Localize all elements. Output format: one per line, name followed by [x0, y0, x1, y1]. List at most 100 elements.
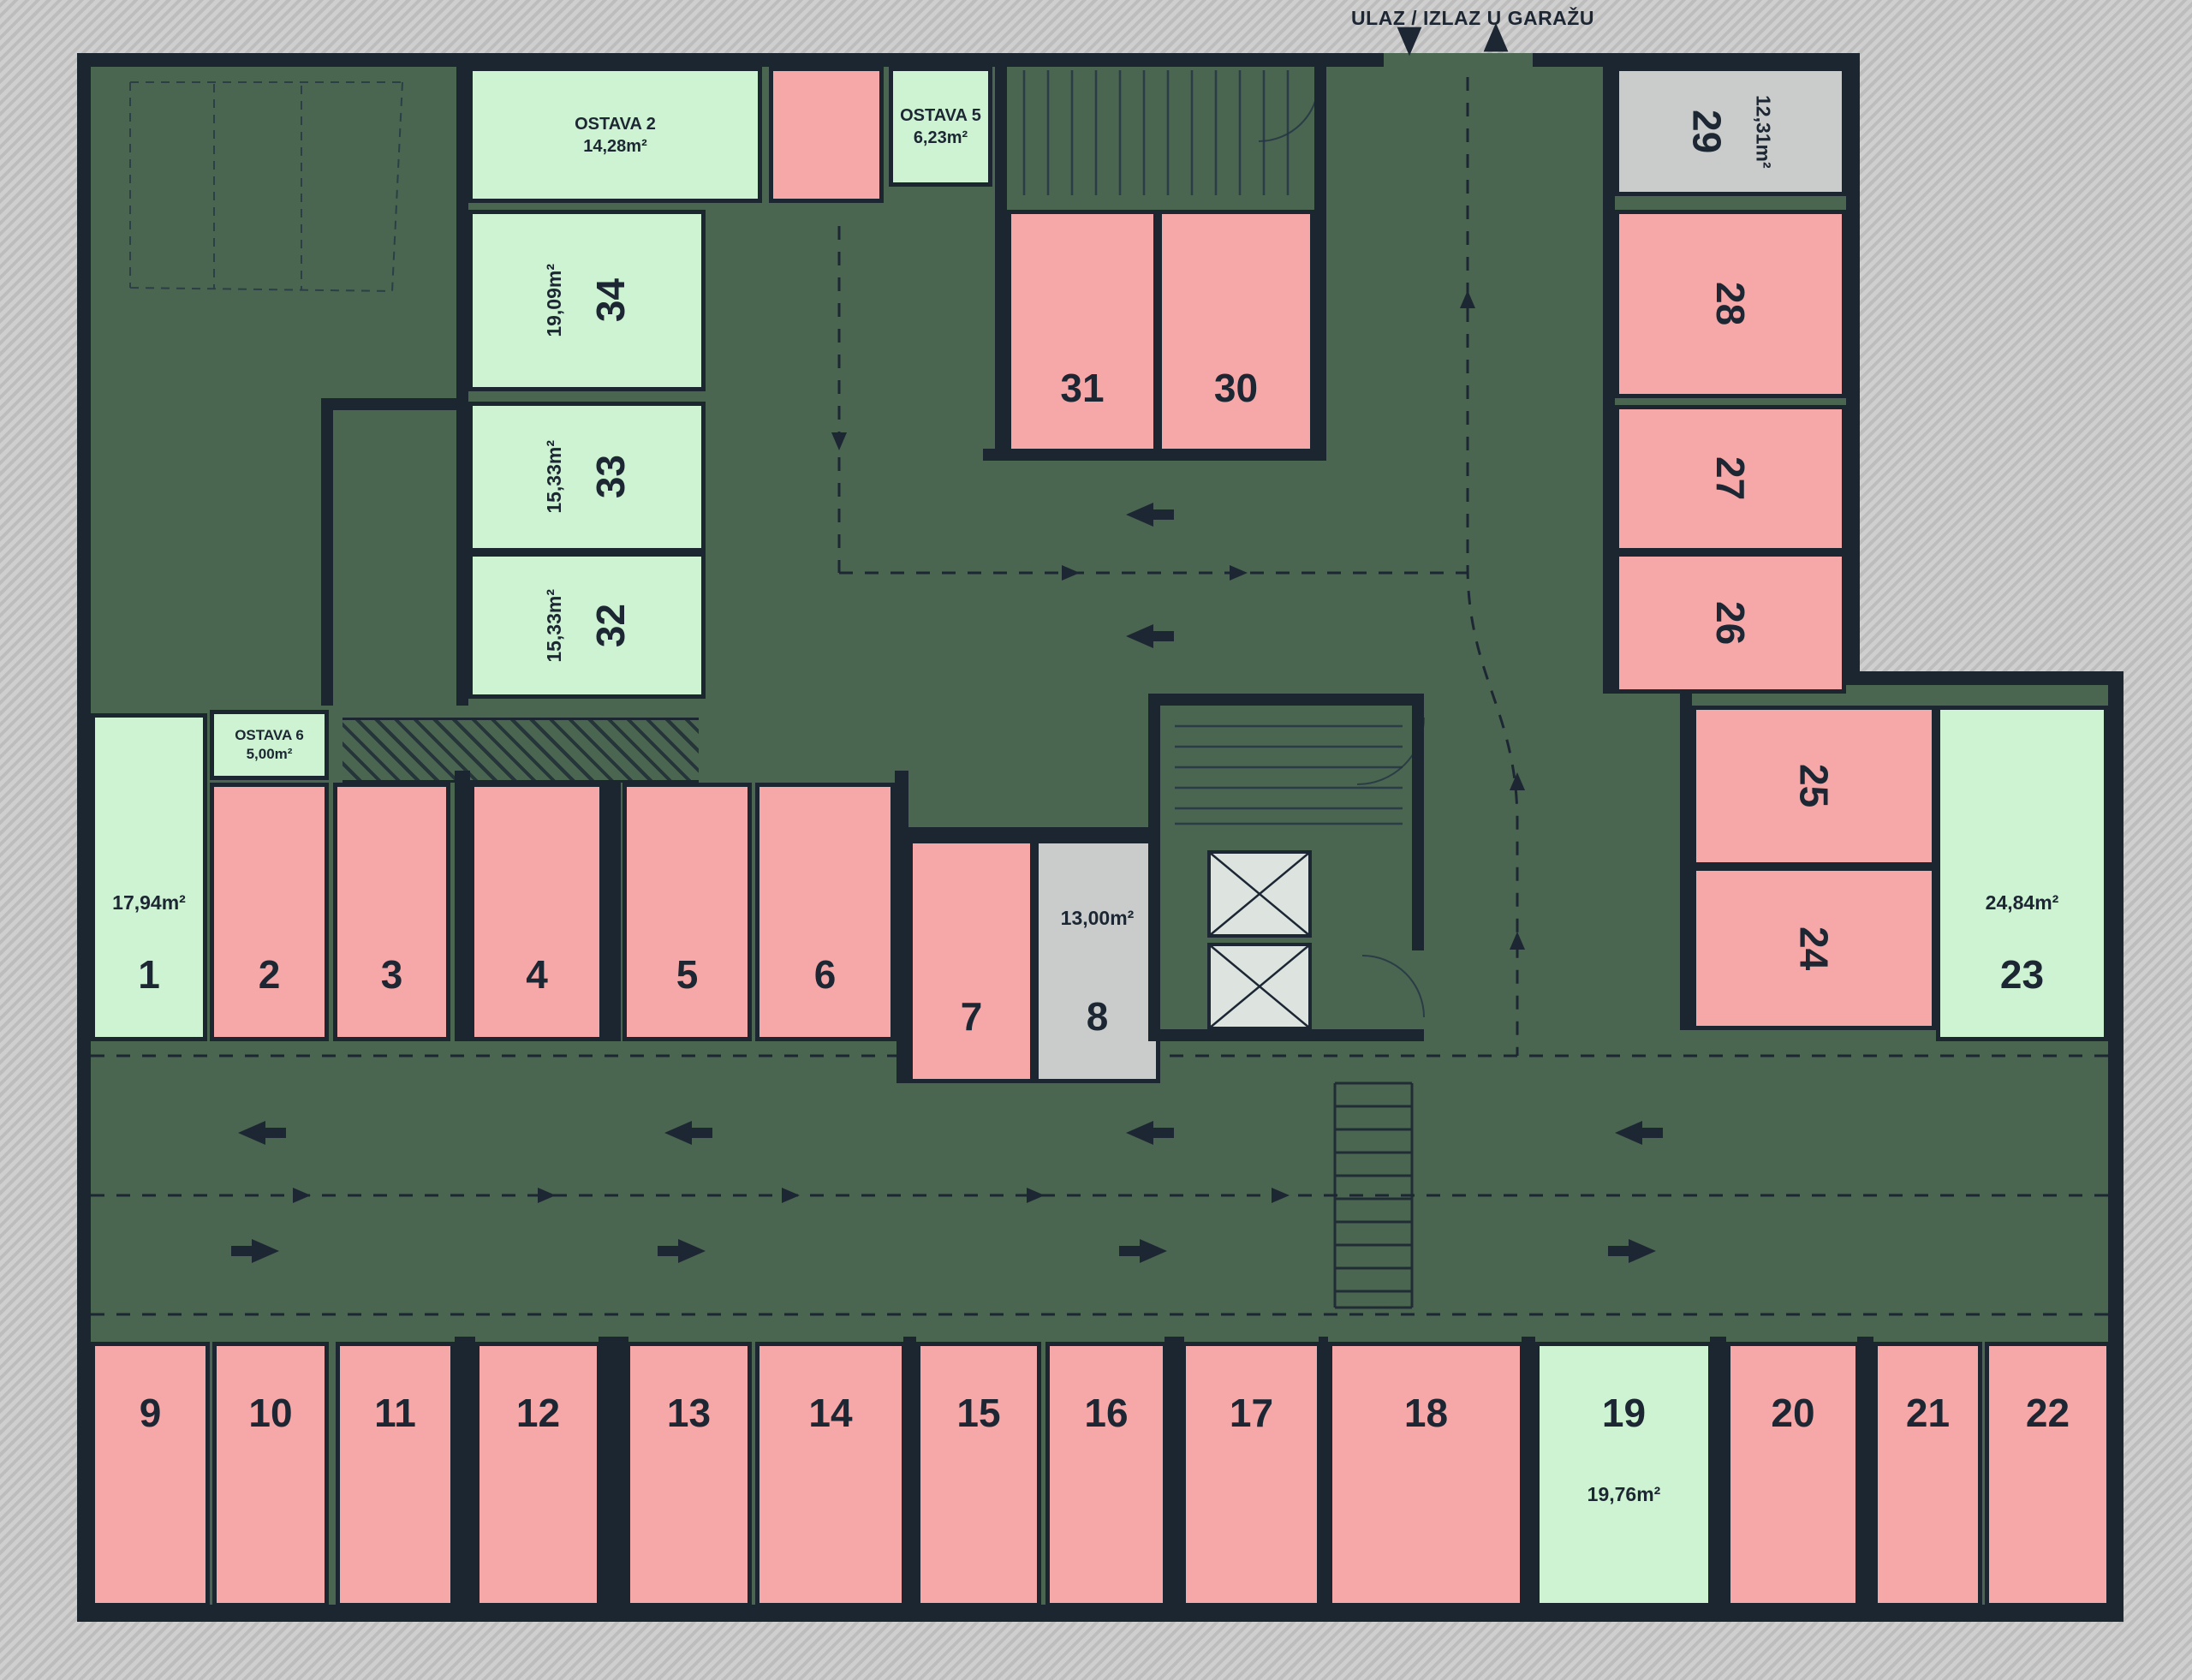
space-number: 10: [248, 1391, 293, 1435]
parking-space-1[interactable]: 17,94m² 1: [91, 713, 207, 1041]
parking-space-6[interactable]: 6: [755, 783, 895, 1041]
parking-space-13[interactable]: 13: [626, 1342, 752, 1607]
wall: [895, 771, 908, 1041]
space-area: 24,84m²: [1985, 891, 2059, 914]
space-number: 33: [588, 455, 634, 499]
parking-space-7[interactable]: 7: [908, 839, 1034, 1083]
parking-space-22[interactable]: 22: [1985, 1342, 2111, 1607]
wall: [1680, 694, 1692, 1030]
storage-name: OSTAVA 2: [575, 114, 656, 134]
parking-space-2[interactable]: 2: [210, 783, 329, 1041]
wall: [77, 53, 1384, 67]
space-number: 6: [813, 952, 837, 997]
parking-space-4[interactable]: 4: [470, 783, 604, 1041]
parking-space-27[interactable]: 27: [1615, 405, 1846, 552]
parking-space-33[interactable]: 15,33m² 33: [468, 402, 706, 552]
wall: [1314, 206, 1326, 461]
parking-space-26[interactable]: 26: [1615, 552, 1846, 694]
parking-space-10[interactable]: 10: [212, 1342, 329, 1607]
space-number: 5: [676, 952, 699, 997]
ramp-outline: [129, 81, 403, 292]
wall: [1319, 1337, 1328, 1605]
space-number: 9: [139, 1391, 162, 1435]
wall: [1148, 694, 1160, 1041]
space-area: 13,00m²: [1060, 907, 1135, 929]
space-area: 17,94m²: [112, 891, 186, 914]
storage-room-ostava-6[interactable]: OSTAVA 6 5,00m²: [210, 710, 329, 780]
wall: [2108, 671, 2124, 1622]
parking-space-21[interactable]: 21: [1873, 1342, 1982, 1607]
space-number: 34: [588, 278, 634, 323]
parking-space-15[interactable]: 15: [916, 1342, 1041, 1607]
wall: [599, 1337, 628, 1605]
space-number: 15: [956, 1391, 1001, 1435]
space-number: 18: [1403, 1391, 1449, 1435]
storage-area: 6,23m²: [913, 128, 968, 147]
storage-area: 5,00m²: [246, 746, 293, 762]
parking-space-16[interactable]: 16: [1045, 1342, 1167, 1607]
parking-space-17[interactable]: 17: [1182, 1342, 1321, 1607]
space-number: 3: [380, 952, 403, 997]
parking-space-9[interactable]: 9: [91, 1342, 210, 1607]
parking-space-32[interactable]: 15,33m² 32: [468, 552, 706, 699]
parking-space-19[interactable]: 19 19,76m²: [1535, 1342, 1712, 1607]
wall: [456, 67, 468, 706]
parking-space-20[interactable]: 20: [1726, 1342, 1860, 1607]
utility-room[interactable]: [769, 67, 884, 203]
parking-space-18[interactable]: 18: [1328, 1342, 1524, 1607]
storage-name: OSTAVA 6: [235, 726, 304, 743]
parking-space-8[interactable]: 13,00m² 8: [1034, 839, 1160, 1083]
wall: [983, 449, 1326, 461]
storage-room-ostava-2[interactable]: OSTAVA 2 14,28m²: [468, 67, 762, 203]
storage-room-ostava-5[interactable]: OSTAVA 5 6,23m²: [889, 67, 992, 187]
parking-space-29[interactable]: 29 12,31m²: [1615, 67, 1846, 196]
space-number: 20: [1771, 1391, 1815, 1435]
space-number: 21: [1905, 1391, 1951, 1435]
wall: [1522, 1337, 1535, 1605]
space-number: 25: [1791, 764, 1837, 808]
space-number: 8: [1086, 994, 1109, 1039]
parking-space-28[interactable]: 28: [1615, 210, 1846, 398]
wall: [1148, 1029, 1424, 1041]
wall: [1857, 1337, 1873, 1605]
parking-space-11[interactable]: 11: [336, 1342, 455, 1607]
stairs-middle: [1175, 724, 1403, 825]
elevator-shafts: [1207, 850, 1312, 1030]
parking-space-30[interactable]: 30: [1158, 210, 1314, 455]
wall: [455, 1337, 475, 1605]
parking-space-12[interactable]: 12: [475, 1342, 601, 1607]
space-number: 31: [1060, 366, 1105, 410]
space-number: 28: [1708, 282, 1753, 326]
parking-space-24[interactable]: 24: [1692, 867, 1936, 1030]
space-number: 12: [515, 1391, 561, 1435]
space-number: 7: [960, 994, 983, 1039]
space-number: 22: [2025, 1391, 2070, 1435]
wall: [604, 783, 621, 1041]
parking-space-34[interactable]: 19,09m² 34: [468, 210, 706, 391]
space-number: 30: [1213, 366, 1259, 410]
entrance-arrow-in-icon: [1397, 27, 1422, 57]
space-area: 12,31m²: [1752, 94, 1775, 169]
parking-space-31[interactable]: 31: [1007, 210, 1158, 455]
elevator-x-marks: [1208, 851, 1311, 1029]
parking-space-3[interactable]: 3: [333, 783, 450, 1041]
space-number: 17: [1229, 1391, 1274, 1435]
parking-space-23[interactable]: 24,84m² 23: [1936, 706, 2108, 1041]
wall: [1603, 53, 1615, 694]
wall: [995, 53, 1007, 206]
parking-space-25[interactable]: 25: [1692, 706, 1936, 867]
space-number: 23: [1999, 952, 2045, 997]
wall: [77, 1605, 2124, 1622]
space-number: 27: [1708, 456, 1753, 501]
space-area: 15,33m²: [542, 588, 565, 663]
wall: [455, 771, 470, 1041]
parking-space-14[interactable]: 14: [755, 1342, 906, 1607]
parking-space-5[interactable]: 5: [622, 783, 752, 1041]
storage-cages-hatch: [342, 718, 699, 783]
space-area: 19,09m²: [542, 264, 565, 337]
space-number: 26: [1708, 600, 1753, 646]
space-number: 2: [258, 952, 281, 997]
space-number: 32: [588, 603, 634, 648]
wall: [1710, 1337, 1726, 1605]
space-number: 29: [1684, 109, 1730, 154]
